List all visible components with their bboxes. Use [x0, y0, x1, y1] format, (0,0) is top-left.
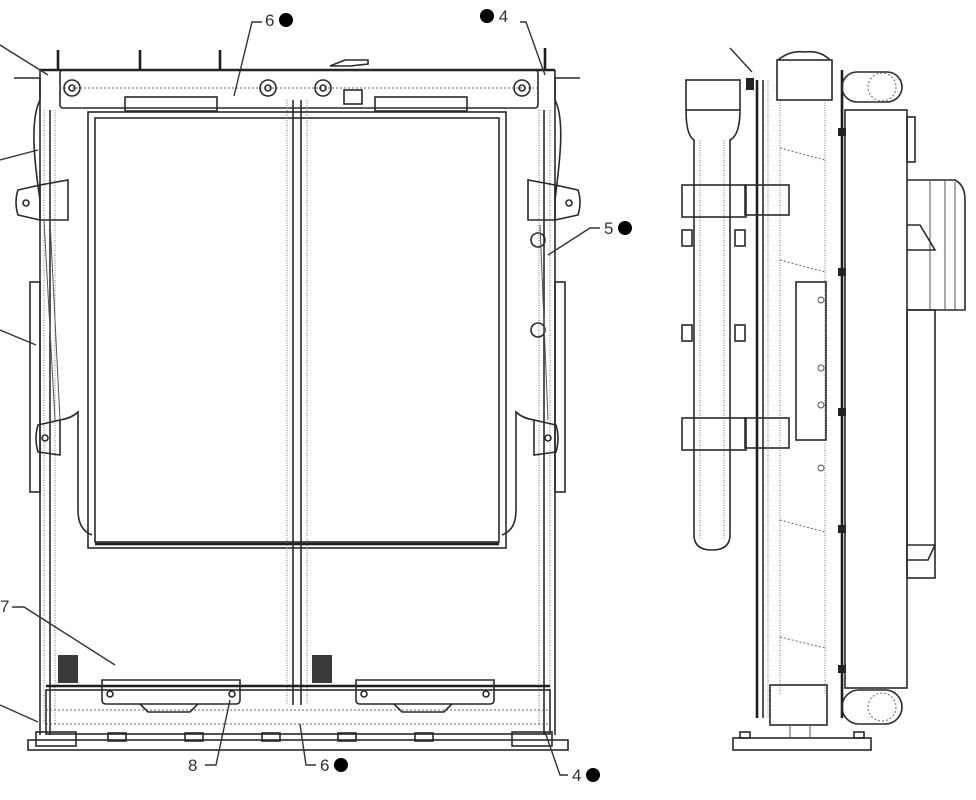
- hose: [681, 79, 747, 551]
- right-side-frame: [501, 70, 581, 735]
- bolt-icon: [63, 79, 531, 97]
- callout-4-top: 4: [480, 8, 508, 25]
- callout-number: 4: [498, 7, 509, 26]
- callout-7: 7: [0, 598, 9, 615]
- side-view: [681, 47, 966, 751]
- callout-number: 8: [188, 756, 198, 775]
- side-shroud: [844, 109, 966, 689]
- side-tank: [732, 50, 903, 751]
- callout-number: 4: [572, 766, 582, 785]
- bottom-tank: [27, 655, 569, 751]
- callout-6-bottom: 6: [320, 756, 349, 775]
- filled-dot-marker-icon: [334, 758, 349, 772]
- callout-number: 7: [0, 597, 10, 616]
- front-view: [0, 21, 600, 776]
- leader-lines: [0, 21, 600, 776]
- callout-number: 5: [604, 219, 614, 238]
- left-side-frame: [14, 70, 93, 735]
- filled-dot-marker-icon: [480, 9, 494, 23]
- radiator-core: [87, 100, 507, 705]
- filled-dot-marker-icon: [586, 768, 601, 782]
- filled-dot-marker-icon: [279, 13, 294, 27]
- callout-5: 5: [604, 219, 633, 238]
- callout-4-bottom: 4: [572, 766, 601, 785]
- filled-dot-marker-icon: [618, 221, 633, 235]
- callout-number: 6: [320, 756, 330, 775]
- callout-8: 8: [188, 757, 197, 774]
- top-tank: [40, 48, 555, 112]
- callout-number: 6: [265, 11, 275, 30]
- callout-6-top: 6: [265, 11, 294, 30]
